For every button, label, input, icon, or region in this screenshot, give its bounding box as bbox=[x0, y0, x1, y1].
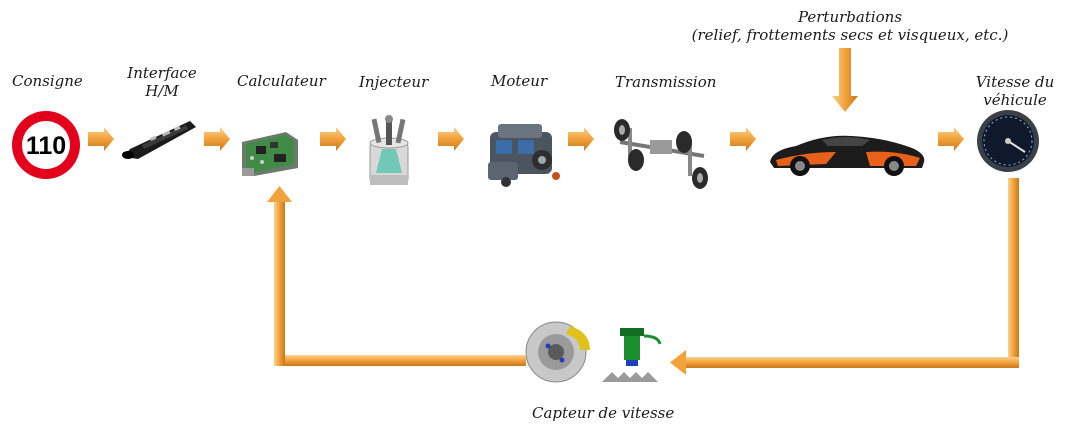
arrow-transmission-vehicule bbox=[730, 127, 756, 151]
label-injecteur: Injecteur bbox=[359, 73, 429, 91]
engine-image bbox=[484, 118, 566, 190]
label-consigne: Consigne bbox=[12, 72, 83, 90]
arrow-calculateur-injecteur bbox=[320, 127, 346, 151]
label-interface: Interface H/M bbox=[122, 64, 202, 100]
speed-limit-sign: 110 bbox=[11, 110, 81, 180]
feedback-arrow bbox=[267, 178, 1019, 375]
ecu-image bbox=[240, 128, 300, 178]
arrow-consigne-interface bbox=[88, 127, 114, 151]
label-vitesse-line1: Vitesse du bbox=[975, 73, 1055, 91]
label-interface-line2: H/M bbox=[145, 82, 179, 100]
label-capteur: Capteur de vitesse bbox=[532, 404, 675, 422]
cruise-control-stalk-image bbox=[120, 115, 200, 165]
label-calculateur: Calculateur bbox=[237, 72, 326, 90]
speed-sensor-image bbox=[524, 316, 674, 388]
label-moteur: Moteur bbox=[491, 72, 548, 90]
speed-limit-value: 110 bbox=[26, 132, 66, 160]
label-perturbations: Perturbations (relief, frottements secs … bbox=[690, 8, 1010, 44]
arrow-moteur-transmission bbox=[568, 127, 594, 151]
arrow-vehicule-vitesse bbox=[938, 127, 964, 151]
arrow-injecteur-moteur bbox=[438, 127, 464, 151]
label-transmission: Transmission bbox=[615, 73, 717, 91]
label-perturbations-line1: Perturbations bbox=[797, 8, 903, 26]
arrow-perturbations bbox=[832, 48, 858, 112]
speedometer-image bbox=[975, 108, 1041, 174]
label-perturbations-line2: (relief, frottements secs et visqueux, e… bbox=[691, 26, 1009, 44]
transmission-image bbox=[600, 112, 724, 194]
injector-image bbox=[356, 115, 422, 195]
arrow-interface-calculateur bbox=[204, 127, 230, 151]
label-interface-line1: Interface bbox=[127, 64, 197, 82]
label-vitesse: Vitesse du véhicule bbox=[965, 73, 1065, 109]
car-image bbox=[766, 130, 928, 176]
label-vitesse-line2: véhicule bbox=[983, 91, 1047, 109]
